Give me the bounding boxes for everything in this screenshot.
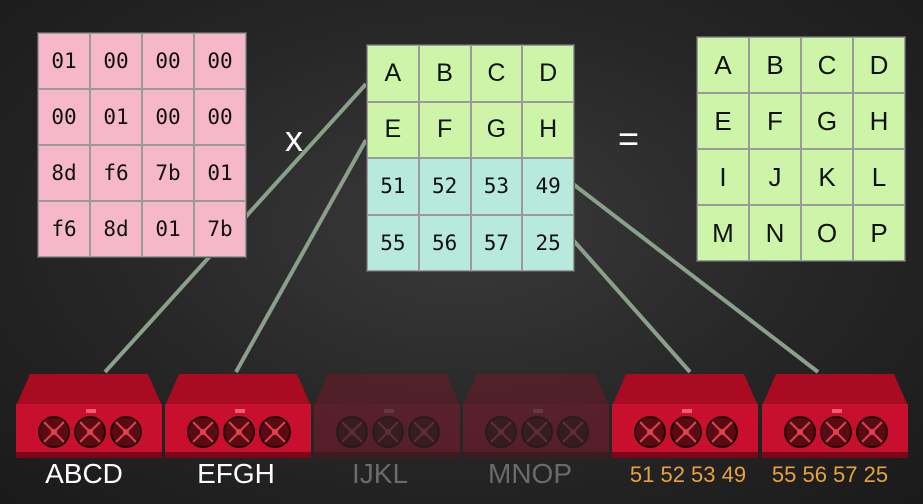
server-label: 51 52 53 49 bbox=[629, 462, 747, 487]
matrix-b-cell: A bbox=[367, 45, 419, 102]
matrix-a-cell: 01 bbox=[38, 33, 90, 89]
server-box bbox=[612, 372, 758, 458]
server-label: IJKL bbox=[351, 458, 409, 489]
fan-icon bbox=[38, 416, 70, 448]
matrix-b-cell: D bbox=[522, 45, 574, 102]
matrix-a-cell: 00 bbox=[90, 33, 142, 89]
server-box bbox=[762, 372, 908, 458]
matrix-b-cell: 25 bbox=[522, 214, 574, 271]
matrix-c-cell: B bbox=[749, 37, 801, 93]
matrix-a-cell: f6 bbox=[38, 201, 90, 257]
matrix-a-cell: 01 bbox=[194, 145, 246, 201]
matrix-a-cell: 00 bbox=[38, 89, 90, 145]
matrix-b-cell: 56 bbox=[418, 214, 471, 271]
matrix-c-cell: F bbox=[749, 93, 801, 149]
server-label: 55 56 57 25 bbox=[771, 462, 889, 487]
matrix-c-cell: D bbox=[853, 37, 905, 93]
fan-icon bbox=[223, 416, 255, 448]
matrix-a-cell: 00 bbox=[194, 33, 246, 89]
fan-icon bbox=[336, 416, 368, 448]
matrix-a-cell: 00 bbox=[194, 89, 246, 145]
server-box bbox=[314, 372, 460, 458]
matrix-b-cell: 52 bbox=[418, 158, 471, 215]
matrix-a-cell: 8d bbox=[38, 145, 90, 201]
fan-icon bbox=[856, 416, 888, 448]
server-label: EFGH bbox=[197, 458, 275, 489]
matrix-b-cell: B bbox=[418, 45, 471, 102]
matrix-b-cell: 49 bbox=[522, 158, 574, 215]
equals-operator: = bbox=[618, 118, 640, 159]
matrix-c-cell: K bbox=[801, 149, 853, 205]
connector-line bbox=[571, 182, 820, 374]
connector-line bbox=[571, 238, 692, 374]
matrix-c-cell: G bbox=[801, 93, 853, 149]
matrix-c-cell: O bbox=[801, 205, 853, 261]
server-box bbox=[165, 372, 311, 458]
matrix-a-cell: 01 bbox=[90, 89, 142, 145]
matrix-b-cell: H bbox=[522, 101, 574, 158]
matrix-c-cell: I bbox=[697, 149, 749, 205]
fan-icon bbox=[259, 416, 291, 448]
matrix-a-cell: 00 bbox=[142, 33, 194, 89]
connector-line bbox=[234, 139, 368, 373]
multiply-operator: x bbox=[285, 118, 303, 159]
fan-icon bbox=[485, 416, 517, 448]
matrix-c-cell: P bbox=[853, 205, 905, 261]
fan-icon bbox=[74, 416, 106, 448]
server-box bbox=[463, 372, 609, 458]
matrix-b-cell: 51 bbox=[367, 158, 419, 215]
fan-icon bbox=[784, 416, 816, 448]
matrix-c-cell: L bbox=[853, 149, 905, 205]
matrix-c-cell: M bbox=[697, 205, 749, 261]
fan-icon bbox=[706, 416, 738, 448]
matrix-c-cell: E bbox=[697, 93, 749, 149]
matrix-c-cell: N bbox=[749, 205, 801, 261]
fan-icon bbox=[187, 416, 219, 448]
matrix-b-cell: F bbox=[418, 101, 471, 158]
matrix-c-cell: J bbox=[749, 149, 801, 205]
fan-icon bbox=[670, 416, 702, 448]
server-box bbox=[16, 372, 162, 458]
fan-icon bbox=[110, 416, 142, 448]
matrix-c-cell: H bbox=[853, 93, 905, 149]
matrix-b-cell: 55 bbox=[367, 214, 419, 271]
matrix-a-cell: 01 bbox=[142, 201, 194, 257]
matrix-b-cell: G bbox=[470, 101, 523, 158]
matrix-b-cell: 53 bbox=[470, 158, 523, 215]
matrix-c-cell: A bbox=[697, 37, 749, 93]
fan-icon bbox=[557, 416, 589, 448]
fan-icon bbox=[372, 416, 404, 448]
matrix-c-cell: C bbox=[801, 37, 853, 93]
matrix-a-cell: 8d bbox=[90, 201, 142, 257]
matrix-a-cell: 00 bbox=[142, 89, 194, 145]
matrix-b-cell: C bbox=[470, 45, 523, 102]
fan-icon bbox=[408, 416, 440, 448]
fan-icon bbox=[521, 416, 553, 448]
fan-icon bbox=[820, 416, 852, 448]
server-label: ABCD bbox=[45, 458, 123, 489]
matrix-b-cell: 57 bbox=[470, 214, 523, 271]
server-label: MNOP bbox=[488, 458, 572, 489]
matrix-a-cell: f6 bbox=[90, 145, 142, 201]
fan-icon bbox=[634, 416, 666, 448]
matrix-b-cell: E bbox=[367, 101, 419, 158]
matrix-a-cell: 7b bbox=[142, 145, 194, 201]
matrix-a-cell: 7b bbox=[194, 201, 246, 257]
